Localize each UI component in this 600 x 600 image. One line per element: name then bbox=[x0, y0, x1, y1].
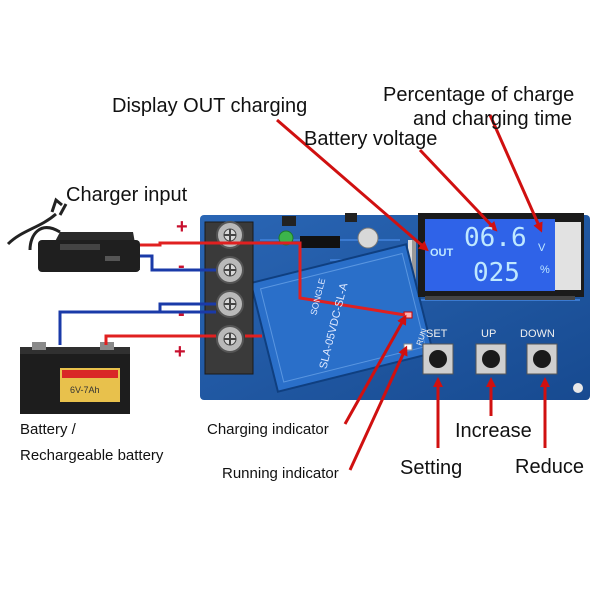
label-reduce: Reduce bbox=[515, 456, 584, 478]
polarity-minus-upper: - bbox=[178, 255, 185, 277]
battery bbox=[20, 342, 130, 414]
label-percentage-line1: Percentage of charge bbox=[383, 84, 575, 106]
wires bbox=[58, 241, 406, 345]
button-down-label: DOWN bbox=[520, 328, 555, 340]
button-set-body bbox=[422, 343, 454, 375]
lcd-out-text: OUT bbox=[430, 247, 454, 259]
lcd-percent-unit: % bbox=[540, 264, 550, 276]
relay bbox=[249, 243, 435, 393]
button-up-body bbox=[475, 343, 507, 375]
callout-arrows bbox=[276, 114, 550, 471]
lcd-voltage-value: 06.6 bbox=[464, 223, 527, 253]
button-up-label: UP bbox=[481, 328, 497, 340]
running-led bbox=[403, 343, 413, 351]
label-setting: Setting bbox=[400, 457, 463, 479]
polarity-plus-top: + bbox=[176, 216, 188, 238]
label-display-out-charging: Display OUT charging bbox=[112, 95, 308, 117]
button-down-body bbox=[526, 343, 558, 375]
lcd-module bbox=[418, 213, 584, 300]
charging-led bbox=[403, 311, 413, 319]
charger-adapter bbox=[6, 197, 140, 272]
label-percentage-line2: and charging time bbox=[413, 108, 572, 130]
label-running-indicator: Running indicator bbox=[222, 465, 339, 482]
lcd-voltage-unit: V bbox=[538, 242, 546, 254]
label-battery-voltage: Battery voltage bbox=[304, 128, 438, 150]
lcd-percent-value: 025 bbox=[473, 258, 520, 288]
terminal-screw bbox=[216, 256, 244, 284]
label-charging-indicator: Charging indicator bbox=[207, 421, 329, 438]
label-battery-line2: Rechargeable battery bbox=[20, 447, 164, 464]
terminal-screw bbox=[216, 290, 244, 318]
button-set-label: SET bbox=[426, 328, 448, 340]
label-increase: Increase bbox=[455, 420, 532, 442]
polarity-minus-lower: - bbox=[178, 303, 185, 325]
label-battery-line1: Battery / bbox=[20, 421, 76, 438]
terminal-screw bbox=[216, 325, 244, 353]
label-charger-input: Charger input bbox=[66, 184, 188, 206]
polarity-plus-bottom: + bbox=[174, 341, 186, 363]
battery-sticker-text: 6V-7Ah bbox=[70, 385, 100, 395]
